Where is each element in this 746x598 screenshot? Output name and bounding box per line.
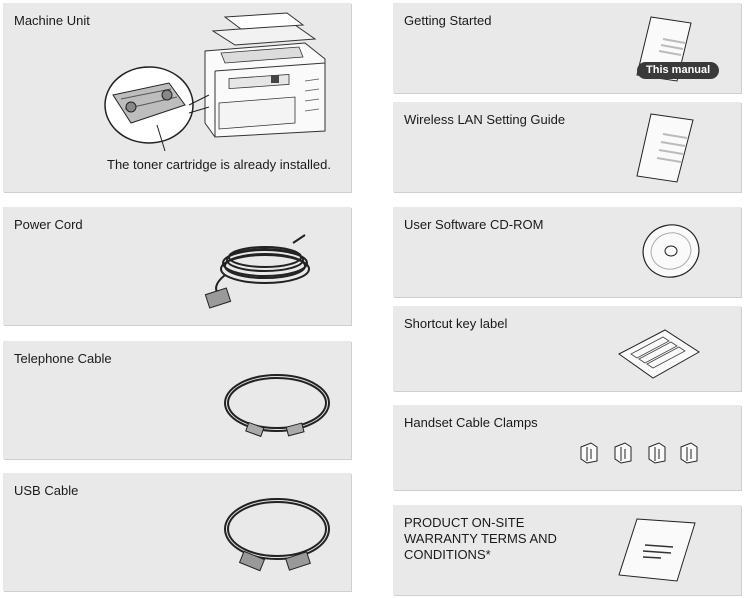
cd-rom-icon <box>639 221 703 281</box>
usb-cable-panel: USB Cable <box>3 473 351 591</box>
multifunction-printer-icon <box>195 11 335 141</box>
usb-cable-title: USB Cable <box>14 483 79 498</box>
cd-rom-panel: User Software CD-ROM <box>393 207 741 297</box>
power-cord-panel: Power Cord <box>3 207 351 325</box>
label-sheet-icon <box>617 328 701 380</box>
wireless-lan-title: Wireless LAN Setting Guide <box>404 112 566 127</box>
telephone-cable-title: Telephone Cable <box>14 351 112 366</box>
handset-clamps-title: Handset Cable Clamps <box>404 415 538 430</box>
warranty-document-icon <box>617 517 697 583</box>
handset-clamps-panel: Handset Cable Clamps <box>393 405 741 490</box>
wireless-lan-panel: Wireless LAN Setting Guide <box>393 102 741 192</box>
toner-caption: The toner cartridge is already installed… <box>107 157 332 172</box>
warranty-title: PRODUCT ON-SITE WARRANTY TERMS AND CONDI… <box>404 515 557 562</box>
power-cord-title: Power Cord <box>14 217 83 232</box>
usb-cable-icon <box>221 493 335 577</box>
shortcut-label-panel: Shortcut key label <box>393 306 741 391</box>
power-cord-icon <box>203 233 319 311</box>
setting-guide-booklet-icon <box>633 112 697 186</box>
cable-clamp-icon <box>579 441 703 465</box>
telephone-cable-icon <box>221 369 335 441</box>
shortcut-label-title: Shortcut key label <box>404 316 508 331</box>
cd-rom-title: User Software CD-ROM <box>404 217 544 232</box>
toner-cartridge-icon <box>101 65 211 155</box>
getting-started-panel: Getting Started This manual <box>393 3 741 93</box>
telephone-cable-panel: Telephone Cable <box>3 341 351 459</box>
machine-unit-title: Machine Unit <box>14 13 90 28</box>
getting-started-title: Getting Started <box>404 13 492 28</box>
warranty-panel: PRODUCT ON-SITE WARRANTY TERMS AND CONDI… <box>393 505 741 595</box>
machine-unit-panel: Machine Unit <box>3 3 351 192</box>
this-manual-badge: This manual <box>637 62 720 79</box>
